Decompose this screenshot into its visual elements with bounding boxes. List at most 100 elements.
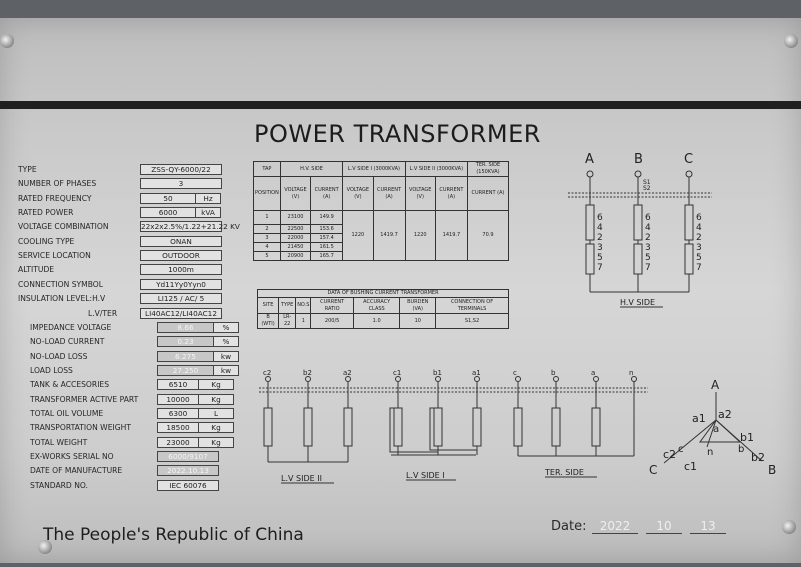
spec-label: INSULATION LEVEL:H.V [18, 294, 106, 303]
vector-b2: b2 [751, 451, 765, 464]
spec-unit: Kg [198, 437, 234, 448]
spec-label: TOTAL WEIGHT [30, 438, 88, 447]
bushing-cell: 200/5 [310, 313, 354, 329]
tap-number: 2 [645, 233, 651, 243]
date-label: Date: [551, 519, 587, 534]
lv-side-i-label: L.V SIDE I [406, 471, 445, 480]
tap-number: 5 [696, 253, 702, 263]
vector-diagram [663, 392, 763, 464]
spec-label: NO-LOAD CURRENT [30, 337, 105, 346]
sub-header: CURRENT (A) [434, 176, 468, 211]
vector-B: B [768, 463, 776, 477]
tap-number: 6 [696, 213, 702, 223]
spec-unit: % [213, 336, 239, 347]
tap-number: 3 [645, 243, 651, 253]
lv2-current: 1419.7 [434, 210, 468, 261]
ct-s1-label: S1 [643, 179, 651, 186]
spec-label: COOLING TYPE [18, 237, 75, 246]
lv-terminal-label: c1 [393, 369, 401, 377]
tap-number: 3 [696, 243, 702, 253]
spec-unit: Kg [198, 379, 234, 390]
spec-label: NUMBER OF PHASES [18, 179, 97, 188]
lv2-voltage: 1220 [404, 210, 436, 261]
lv-terminal-label: b1 [433, 369, 442, 377]
tap-number: 4 [696, 223, 702, 233]
spec-value: LI125 / AC/ 5 [140, 293, 222, 304]
spec-value: 22x2x2.5%/1.22+21.22 KV [140, 221, 240, 232]
spec-label: TYPE [18, 165, 37, 174]
sub-header: VOLTAGE (V) [404, 176, 436, 211]
lv-side-diagram [259, 376, 648, 484]
tap-number: 6 [645, 213, 651, 223]
tap-number: 7 [645, 263, 651, 273]
lv-terminal-label: n [629, 369, 633, 377]
spec-unit: Kg [198, 422, 234, 433]
phase-a-label: A [585, 152, 594, 167]
vector-A: A [711, 378, 720, 392]
bolt-top-left [0, 34, 14, 48]
spec-value: 6000/9107 [157, 451, 219, 462]
spec-value: 1000m [140, 264, 222, 275]
sub-header: CURRENT (A) [466, 176, 510, 211]
spec-label: VOLTAGE COMBINATION [18, 222, 109, 231]
spec-unit: kVA [195, 207, 221, 218]
lv1-current: 1419.7 [372, 210, 406, 261]
spec-label: TANK & ACCESORIES [30, 380, 110, 389]
tap-number: 4 [645, 223, 651, 233]
origin-text: The People's Republic of China [43, 525, 304, 545]
vector-C: C [649, 463, 657, 477]
tap-number: 4 [597, 223, 603, 233]
spec-label: RATED FREQUENCY [18, 194, 92, 203]
vector-a2: a2 [718, 408, 732, 421]
bushing-table: DATA OF BUSHING CURRENT TRANSFORMER SITE… [256, 289, 509, 329]
vector-a1: a1 [692, 412, 706, 425]
phase-c-label: C [684, 152, 693, 167]
spec-label: STANDARD No. [30, 481, 88, 490]
lv-terminal-label: b [551, 369, 556, 377]
hv-side-label: H.V SIDE [620, 298, 655, 307]
ter-current: 70.9 [466, 210, 510, 261]
date-year: 2022 [592, 519, 638, 534]
tap-number: 6 [597, 213, 603, 223]
lv-terminal-label: c2 [263, 369, 271, 377]
spec-label: CONNECTION SYMBOL [18, 280, 103, 289]
spec-unit: kw [213, 351, 239, 362]
vector-c: c [678, 444, 684, 455]
date-day: 13 [690, 519, 726, 534]
lv-terminal-label: a2 [343, 369, 352, 377]
lv-terminal-label: c [513, 369, 517, 377]
sub-header: CURRENT (A) [372, 176, 406, 211]
spec-label: TRANSPORTATION WEIGHT [30, 423, 131, 432]
tap-number: 5 [597, 253, 603, 263]
spec-unit: L [198, 408, 234, 419]
lv-terminal-label: b2 [303, 369, 312, 377]
tap-number: 3 [597, 243, 603, 253]
vector-b1: b1 [740, 431, 754, 444]
bushing-header: NO.S [295, 297, 312, 314]
spec-label: SERVICE LOCATION [18, 251, 91, 260]
spec-value: ZSS-QY-6000/22 [140, 164, 222, 175]
spec-label: RATED POWER [18, 208, 74, 217]
sub-header: VOLTAGE (V) [279, 176, 312, 211]
tap-table: TAP H.V. SIDE L.V SIDE I (3000KVA) L.V S… [253, 161, 510, 261]
vector-c2: c2 [663, 448, 676, 461]
spec-value: 2022.10.13 [157, 465, 219, 476]
spec-value: ONAN [140, 236, 222, 247]
bushing-cell: LR-22 [278, 313, 297, 329]
tap-number: 5 [645, 253, 651, 263]
tap-number: 7 [597, 263, 603, 273]
spec-value: OUTDOOR [140, 250, 222, 261]
tap-number: 7 [696, 263, 702, 273]
black-band [0, 101, 801, 109]
lv-terminal-label: a [591, 369, 595, 377]
plate-title: POWER TRANSFORMER [254, 120, 541, 148]
hv-current: 165.7 [310, 251, 344, 261]
hv-voltage: 20900 [279, 251, 312, 261]
tap-number: 2 [597, 233, 603, 243]
hv-voltage: 23100 [279, 210, 312, 225]
vector-n: n [707, 447, 713, 458]
bolt-bottom-left [38, 540, 52, 554]
bushing-cell: S1,S2 [435, 313, 509, 329]
spec-label: IMPEDANCE VOLTAGE [30, 323, 112, 332]
bushing-cell: 1.0 [352, 313, 401, 329]
